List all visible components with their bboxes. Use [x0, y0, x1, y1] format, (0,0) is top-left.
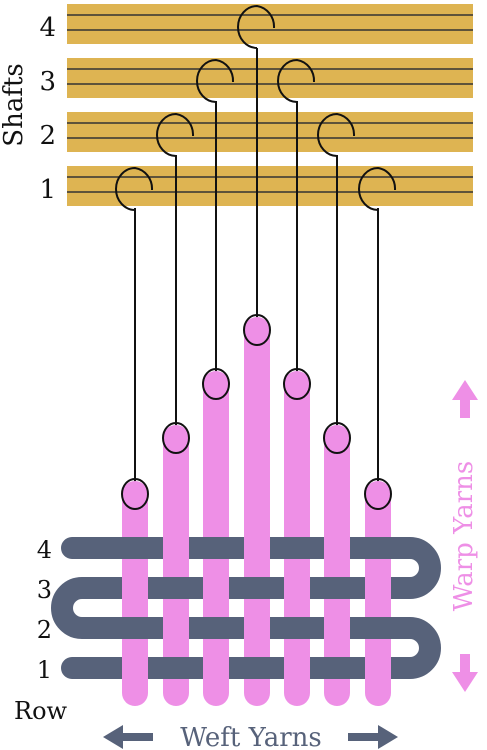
row-label: Row — [14, 697, 68, 725]
shaft-number-4: 4 — [39, 13, 56, 43]
shaft-number-2: 2 — [39, 121, 56, 151]
heddle-loop-shaft2-b — [317, 112, 356, 157]
heddle-loop-shaft1-a — [115, 166, 154, 211]
weft-yarns-label: Weft Yarns — [180, 723, 322, 750]
shaft-2 — [67, 112, 473, 152]
warp-arrow-down-icon — [452, 654, 478, 692]
heddle-eyes — [121, 314, 392, 510]
row-number-3: 3 — [37, 576, 52, 604]
warp-arrow-up-icon — [452, 380, 478, 418]
heddle-loop-shaft3-a — [196, 58, 235, 103]
weft-arrow-right-icon — [348, 725, 398, 749]
weft-over-segments — [119, 537, 394, 679]
heddle-loop-shaft3-b — [277, 58, 316, 103]
heddle-loops — [115, 4, 397, 211]
shaft-1 — [67, 166, 473, 206]
row-number-2: 2 — [37, 616, 52, 644]
heddle-strings — [134, 48, 379, 486]
heddle-loop-shaft2-a — [156, 112, 195, 157]
weft-arrow-left-icon — [103, 725, 153, 749]
heddle-loop-shaft4 — [237, 4, 276, 49]
weft-yarns-indicator: Weft Yarns — [103, 723, 398, 750]
shaft-4 — [67, 4, 473, 44]
warp-yarns-indicator: Warp Yarns — [449, 380, 479, 692]
shafts-label: Shafts — [0, 63, 29, 146]
shaft-number-1: 1 — [39, 175, 56, 205]
row-number-4: 4 — [37, 536, 52, 564]
warp-yarns-label: Warp Yarns — [449, 461, 479, 611]
warp-yarns — [122, 317, 391, 706]
shaft-3 — [67, 58, 473, 98]
weft-yarn — [51, 537, 441, 679]
row-number-1: 1 — [37, 656, 52, 684]
heddle-loop-shaft1-b — [358, 166, 397, 211]
shaft-number-3: 3 — [39, 67, 56, 97]
